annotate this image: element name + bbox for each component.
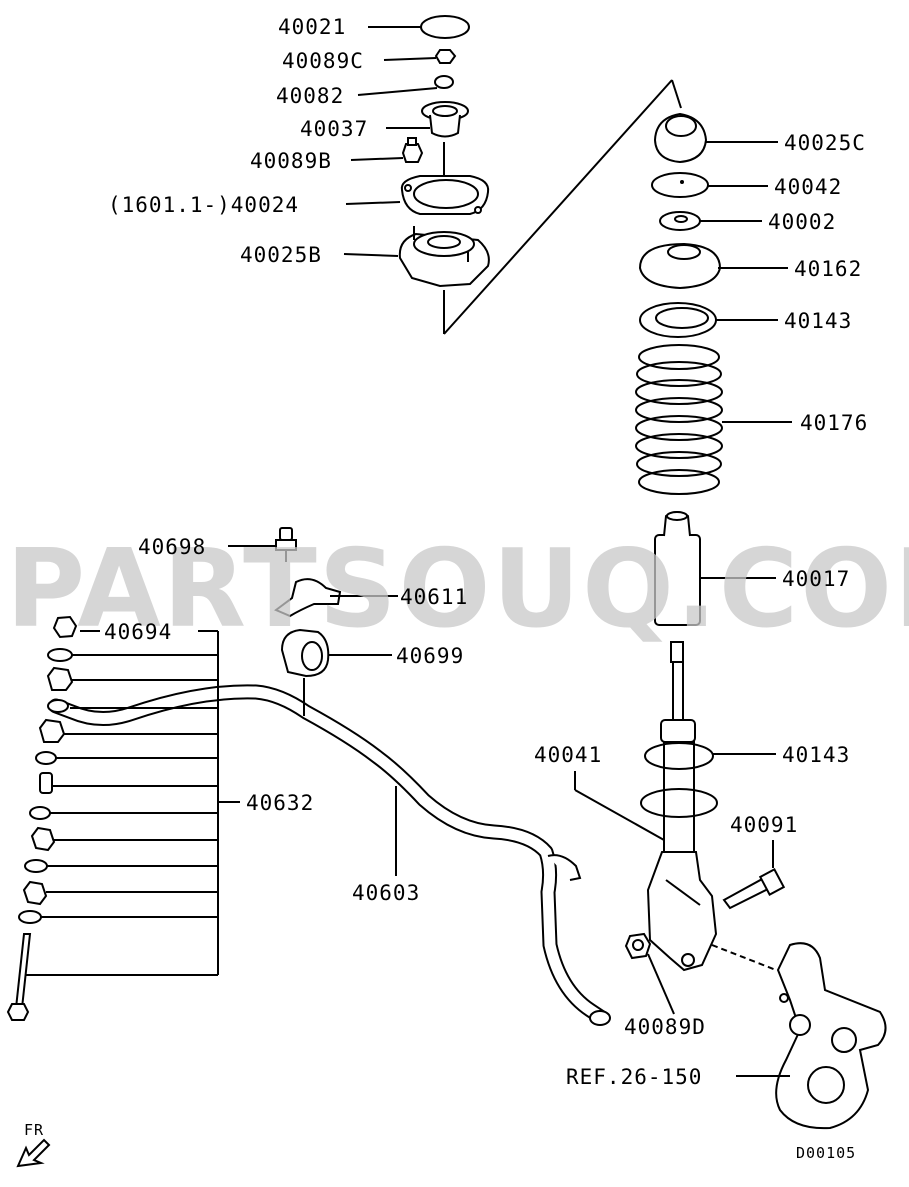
label-40162[interactable]: 40162 <box>794 257 862 281</box>
strut-mount-part[interactable] <box>653 112 708 164</box>
front-direction-indicator: FR <box>16 1121 51 1168</box>
label-40611[interactable]: 40611 <box>400 585 468 609</box>
link-kit-part[interactable] <box>6 615 78 1021</box>
strut-rod <box>670 641 684 721</box>
nut-b-part[interactable] <box>401 137 424 163</box>
label-40017[interactable]: 40017 <box>782 567 850 591</box>
label-40089c[interactable]: 40089C <box>282 49 364 73</box>
spring-pad-upper-part[interactable] <box>639 302 717 338</box>
label-40002[interactable]: 40002 <box>768 210 836 234</box>
strut-group <box>574 112 887 1130</box>
part-labels: 40021 40089C 40082 40037 40089B (1601.1-… <box>104 15 868 1089</box>
nut-part[interactable] <box>434 49 457 64</box>
label-40089b[interactable]: 40089B <box>250 149 332 173</box>
mount-plate-part[interactable] <box>400 175 490 215</box>
washer-40002-part[interactable] <box>659 211 701 231</box>
label-40082[interactable]: 40082 <box>276 84 344 108</box>
bushing-part[interactable] <box>421 101 469 138</box>
label-40698[interactable]: 40698 <box>138 535 206 559</box>
label-40176[interactable]: 40176 <box>800 411 868 435</box>
label-40025b[interactable]: 40025B <box>240 243 322 267</box>
fr-arrow-icon <box>16 1138 51 1168</box>
label-40042[interactable]: 40042 <box>774 175 842 199</box>
bolt-40091-part[interactable] <box>722 868 786 910</box>
coil-spring-part[interactable] <box>635 344 723 495</box>
stabilizer-bar-part[interactable] <box>47 684 611 1026</box>
steering-knuckle[interactable] <box>775 942 887 1130</box>
stabilizer-group <box>6 527 611 1026</box>
dust-cap-part[interactable] <box>420 15 470 39</box>
label-40091[interactable]: 40091 <box>730 813 798 837</box>
label-40143-lower[interactable]: 40143 <box>782 743 850 767</box>
washer-part[interactable] <box>434 75 454 89</box>
watermark: PARTSOUQ.COM <box>6 527 909 652</box>
label-40089d[interactable]: 40089D <box>624 1015 706 1039</box>
label-40037[interactable]: 40037 <box>300 117 368 141</box>
fr-label: FR <box>24 1121 44 1139</box>
seat-part[interactable] <box>651 172 709 198</box>
label-40041[interactable]: 40041 <box>534 743 602 767</box>
label-40021[interactable]: 40021 <box>278 15 346 39</box>
strut-assembly-part[interactable] <box>646 719 718 972</box>
label-ref-26-150[interactable]: REF.26-150 <box>566 1065 702 1089</box>
label-40632[interactable]: 40632 <box>246 791 314 815</box>
upper-insulator-part[interactable] <box>398 226 490 288</box>
nut-40089d-part[interactable] <box>624 932 652 960</box>
label-40024[interactable]: (1601.1-)40024 <box>108 193 299 217</box>
dust-boot-part[interactable] <box>654 511 701 626</box>
label-40694[interactable]: 40694 <box>104 620 172 644</box>
label-40143-upper[interactable]: 40143 <box>784 309 852 333</box>
label-40699[interactable]: 40699 <box>396 644 464 668</box>
bracket-40611-part[interactable] <box>274 578 342 618</box>
spring-seat-lower <box>640 788 718 818</box>
spring-pad-lower-part[interactable] <box>644 742 714 770</box>
label-40603[interactable]: 40603 <box>352 881 420 905</box>
upper-mount-group <box>343 15 682 335</box>
label-40025c[interactable]: 40025C <box>784 131 866 155</box>
spring-seat-upper-part[interactable] <box>638 242 722 290</box>
bushing-40699-part[interactable] <box>280 628 330 678</box>
diagram-code: D00105 <box>796 1144 856 1162</box>
